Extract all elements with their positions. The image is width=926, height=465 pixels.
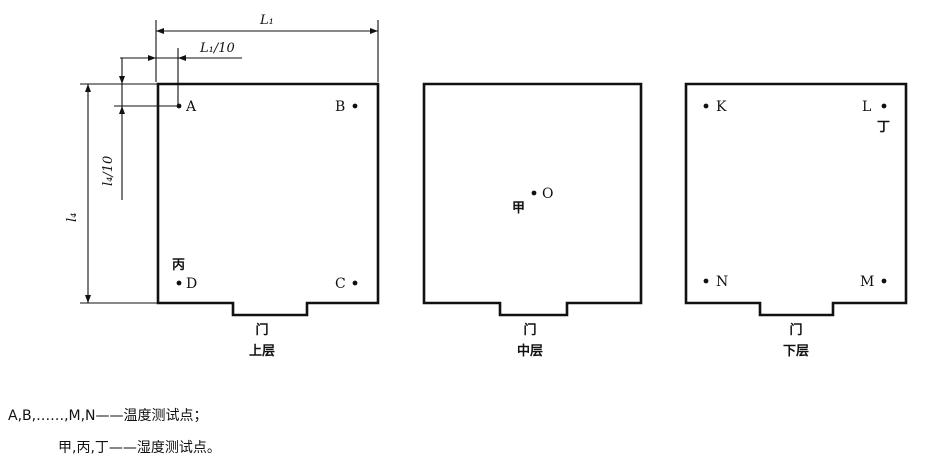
l4-tenth-label: l₄/10 [101, 156, 116, 186]
humidity-point-jia-label: 甲 [512, 201, 525, 216]
l4-arrow-top [85, 84, 91, 92]
legend-humidity-desc: 湿度测试点。 [136, 440, 221, 456]
humidity-point-ding-label: 丁 [877, 120, 890, 135]
legend-temperature-desc: 温度测试点； [123, 408, 208, 424]
l4-arrow-bottom [85, 295, 91, 303]
l4-tenth-arrow-top [119, 76, 125, 84]
middle-door-label: 门 [523, 322, 536, 338]
legend-humidity-dash: —— [108, 440, 137, 456]
humidity-point-bing-label: 丙 [172, 258, 185, 273]
lower-layer-outline [684, 82, 908, 317]
middle-layer-outline [422, 82, 643, 317]
legend-temperature-keys: A,B,……,M,N [8, 408, 96, 424]
point-c-label: C [335, 276, 346, 292]
legend-humidity: 甲,丙,丁——湿度测试点。 [58, 437, 221, 457]
point-k-dot [703, 103, 709, 109]
l1-tenth-arrow-left [148, 55, 156, 61]
point-b-label: B [335, 99, 345, 115]
panel-lower-layer: K L 丁 N M 门 下层 [684, 82, 908, 359]
point-d-dot [176, 280, 182, 286]
legend-temperature-dash: —— [95, 408, 124, 424]
point-a-label: A [185, 99, 197, 115]
middle-layer-caption: 中层 [517, 343, 543, 359]
point-o-label: O [542, 186, 553, 202]
lower-layer-caption: 下层 [783, 344, 809, 359]
panel-upper-layer: A B D 丙 C 门 上层 [156, 82, 380, 359]
point-k-label: K [716, 99, 727, 115]
point-c-dot [352, 280, 358, 286]
l1-arrow-right [370, 28, 378, 34]
panel-middle-layer: O 甲 门 中层 [422, 82, 643, 359]
l1-label: L₁ [259, 13, 274, 28]
l1-tenth-arrow-right [178, 55, 186, 61]
upper-layer-outline [156, 82, 380, 317]
point-m-label: M [860, 274, 874, 290]
l1-arrow-left [156, 28, 164, 34]
l4-label: l₄ [65, 213, 80, 222]
point-n-dot [703, 278, 709, 284]
l4-tenth-arrow-bottom [119, 106, 125, 114]
legend-humidity-keys: 甲,丙,丁 [58, 440, 109, 456]
point-b-dot [352, 103, 358, 109]
point-d-label: D [186, 276, 197, 292]
point-l-label: L [862, 99, 871, 115]
dimension-annotations: L₁ L₁/10 l₄ l₄/10 [65, 13, 379, 304]
lower-door-label: 门 [789, 322, 802, 338]
l1-tenth-label: L₁/10 [199, 41, 235, 56]
point-o-dot [531, 190, 537, 196]
point-l-dot [881, 103, 887, 109]
upper-layer-caption: 上层 [249, 344, 275, 359]
legend-temperature: A,B,……,M,N——温度测试点； [8, 405, 208, 425]
point-m-dot [881, 278, 887, 284]
point-a-dot [176, 103, 182, 109]
point-n-label: N [716, 274, 728, 290]
upper-door-label: 门 [255, 322, 268, 338]
